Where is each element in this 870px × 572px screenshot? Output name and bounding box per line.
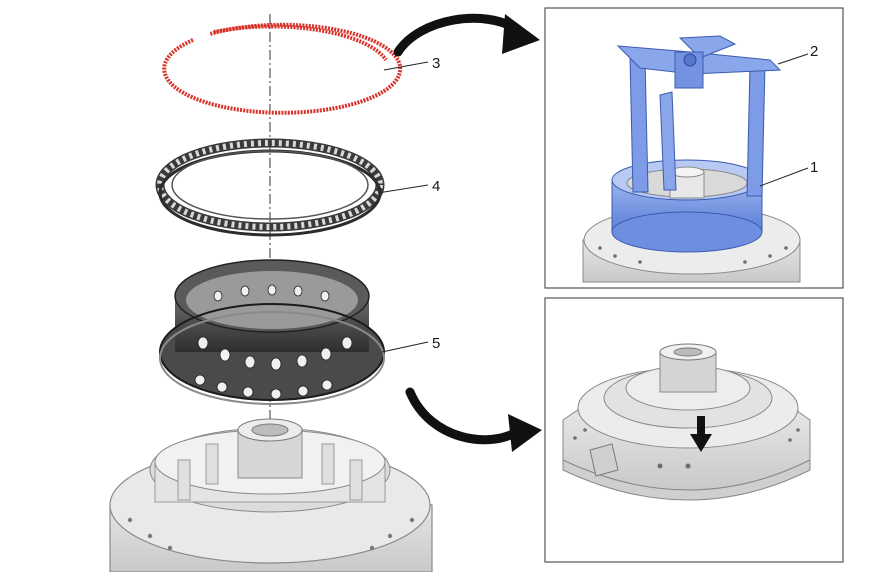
transmission-housing [109, 418, 433, 572]
bearing-cage-part-4 [155, 138, 385, 237]
detail-panel-bottom [544, 297, 844, 563]
callout-5: 5 [432, 335, 440, 352]
callout-1: 1 [810, 159, 818, 176]
housing-detail [562, 343, 811, 501]
blue-special-tool-part-2 [611, 35, 782, 253]
callout-2: 2 [810, 43, 818, 60]
leader-line-2 [777, 53, 809, 65]
snap-ring-part-3 [162, 22, 403, 115]
exploded-view: 3 4 [109, 14, 440, 572]
drum-part-5 [159, 259, 385, 405]
down-arrow-marker [690, 416, 712, 452]
leader-line-1 [759, 167, 809, 187]
callout-4: 4 [432, 178, 440, 195]
arrow-to-top-detail [393, 13, 540, 57]
callout-3: 3 [432, 55, 440, 72]
detail-panel-top: 2 1 [544, 7, 844, 289]
leader-line-3 [383, 61, 429, 71]
arrow-to-bottom-detail [405, 387, 542, 452]
leader-line-4 [377, 184, 429, 194]
leader-line-5 [381, 341, 429, 353]
